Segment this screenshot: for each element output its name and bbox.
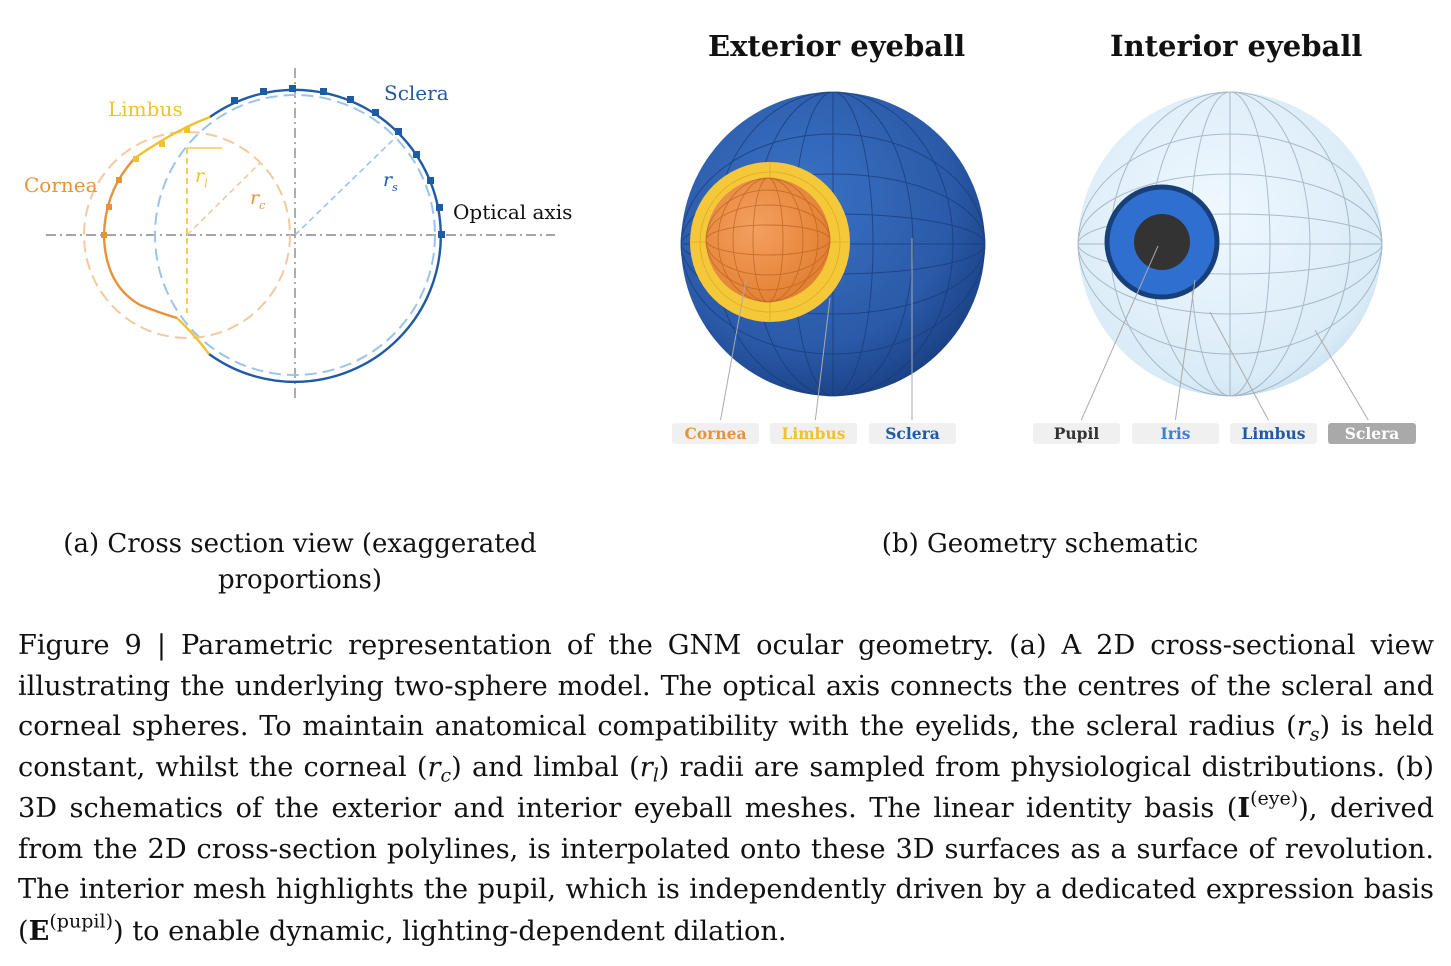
iris-ring — [1104, 184, 1220, 300]
r-s-symbol: rs — [383, 169, 398, 194]
pupil-disc — [1134, 214, 1190, 270]
exterior-eyeball-illustration — [680, 91, 986, 420]
figure-caption: Figure 9 | Parametric representation of … — [18, 630, 1434, 947]
subcaption-a: (a) Cross section view (exaggerated prop… — [40, 526, 560, 598]
subcaption-a-line1: (a) Cross section view (exaggerated — [63, 529, 537, 559]
cross-section-diagram: Limbus Sclera Cornea Optical axis rl rc … — [24, 68, 572, 400]
cornea-dashed-circle — [83, 131, 291, 339]
pupil-tag: Pupil — [1033, 423, 1120, 444]
limbus-label: Limbus — [108, 97, 183, 121]
sclera-dashed-circle — [154, 94, 436, 376]
sclera-outline — [208, 88, 442, 384]
sclera-markers — [231, 85, 445, 238]
exterior-leader-lines — [720, 238, 913, 420]
scleral-radius-line — [294, 136, 397, 236]
sclera-label: Sclera — [384, 81, 449, 105]
optical-axis-label: Optical axis — [453, 200, 572, 224]
interior-limbus-tag: Limbus — [1230, 423, 1317, 444]
interior-sclera-tag: Sclera — [1328, 423, 1416, 444]
corneal-radius-line — [186, 162, 261, 236]
interior-eyeball-title: Interior eyeball — [1110, 29, 1363, 63]
limbus-outline-lower — [176, 317, 210, 355]
limbus-markers — [133, 127, 190, 162]
cornea-markers — [101, 177, 122, 238]
cornea-mesh-lines — [705, 177, 831, 303]
cornea-tag: Cornea — [672, 423, 759, 444]
r-l-symbol: rl — [195, 165, 208, 190]
cornea-outline — [102, 157, 178, 320]
exterior-eyeball-title: Exterior eyeball — [708, 29, 966, 63]
subcaption-a-line2: proportions) — [217, 565, 383, 595]
sclera-tag: Sclera — [869, 423, 956, 444]
cornea-label: Cornea — [24, 173, 98, 197]
subcaption-b: (b) Geometry schematic — [881, 529, 1199, 559]
interior-leader-lines — [1080, 245, 1369, 420]
cornea-cap — [706, 178, 830, 302]
r-c-symbol: rc — [250, 187, 265, 212]
iris-tag: Iris — [1132, 423, 1219, 444]
interior-eyeball-illustration — [1077, 91, 1383, 420]
limbus-outline — [134, 115, 211, 159]
limbus-tag: Limbus — [770, 423, 857, 444]
